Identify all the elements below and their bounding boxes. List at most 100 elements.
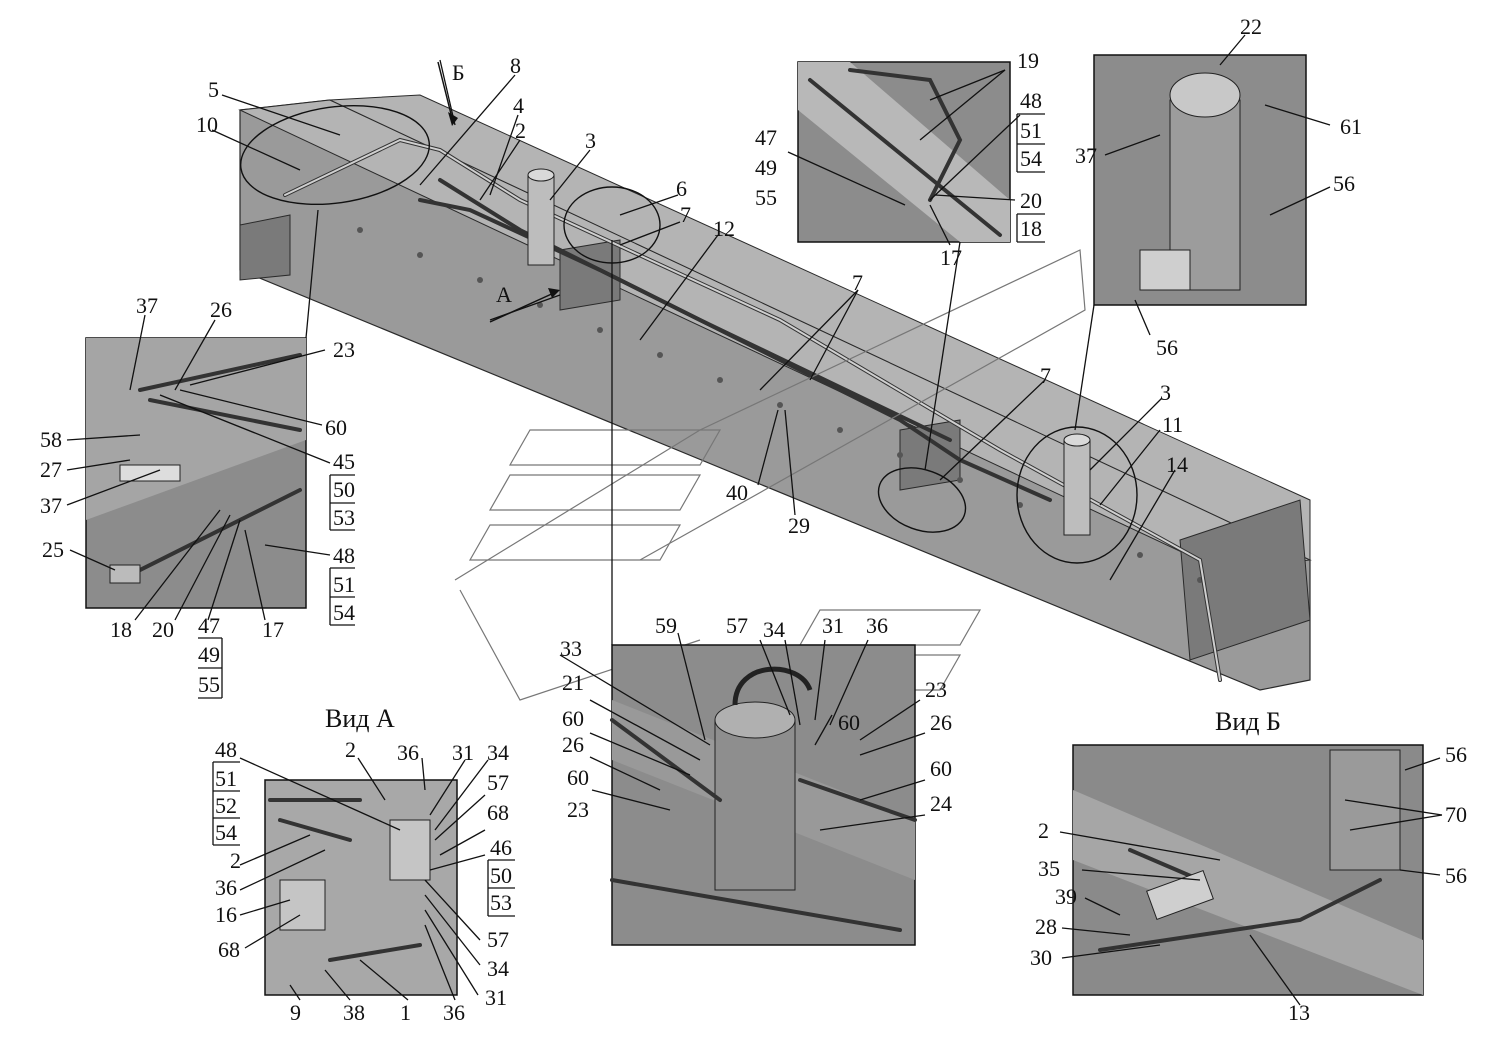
label-9: 9 xyxy=(290,1000,301,1025)
label-52: 52 xyxy=(215,793,237,818)
label-57: 57 xyxy=(726,613,748,638)
label-4: 4 xyxy=(513,93,524,118)
label-35: 35 xyxy=(1038,856,1060,881)
cross-member-front xyxy=(239,214,291,281)
view-b-detail xyxy=(1072,744,1424,996)
label-34: 34 xyxy=(763,617,785,642)
label-59: 59 xyxy=(655,613,677,638)
callout-ellipse-3 xyxy=(1016,426,1138,564)
label-38: 38 xyxy=(343,1000,365,1025)
view-a-detail xyxy=(264,779,458,996)
label-6: 6 xyxy=(676,176,687,201)
label-60d: 60 xyxy=(930,756,952,781)
inset-center-detail xyxy=(610,240,917,946)
label-7b: 7 xyxy=(852,270,863,295)
label-26b: 26 xyxy=(930,710,952,735)
label-57a: 57 xyxy=(487,770,509,795)
label-47: 47 xyxy=(198,613,220,638)
label-18: 18 xyxy=(1020,216,1042,241)
callout-ellipse-19 xyxy=(877,467,967,533)
label-37b: 37 xyxy=(40,493,62,518)
label-17: 17 xyxy=(940,245,962,270)
view-b-title: Вид Б xyxy=(1215,707,1281,736)
label-57b: 57 xyxy=(487,927,509,952)
label-24: 24 xyxy=(930,791,952,816)
label-20: 20 xyxy=(1020,188,1042,213)
label-40: 40 xyxy=(726,480,748,505)
label-60: 60 xyxy=(325,415,347,440)
arrow-a-marker xyxy=(489,291,557,323)
pipe-line-3 xyxy=(438,178,952,442)
label-23b: 23 xyxy=(925,677,947,702)
label-70: 70 xyxy=(1445,802,1467,827)
label-20: 20 xyxy=(152,617,174,642)
label-48: 48 xyxy=(333,543,355,568)
label-61: 61 xyxy=(1340,114,1362,139)
label-19: 19 xyxy=(1017,48,1039,73)
label-21: 21 xyxy=(562,670,584,695)
label-b-arrow: Б xyxy=(452,60,465,85)
label-7: 7 xyxy=(680,202,691,227)
label-33: 33 xyxy=(560,636,582,661)
label-53: 53 xyxy=(333,505,355,530)
label-51: 51 xyxy=(215,766,237,791)
label-23a: 23 xyxy=(567,797,589,822)
label-11: 11 xyxy=(1162,412,1183,437)
label-2a: 2 xyxy=(345,737,356,762)
cylinder-front xyxy=(527,168,555,266)
label-68b: 68 xyxy=(218,937,240,962)
label-34b: 34 xyxy=(487,956,509,981)
label-2: 2 xyxy=(515,118,526,143)
label-23: 23 xyxy=(333,337,355,362)
label-60a: 60 xyxy=(562,706,584,731)
label-54: 54 xyxy=(333,600,355,625)
label-60b: 60 xyxy=(567,765,589,790)
label-10: 10 xyxy=(196,112,218,137)
label-51: 51 xyxy=(333,572,355,597)
label-18: 18 xyxy=(110,617,132,642)
cylinder-rear xyxy=(1063,433,1091,536)
label-60c: 60 xyxy=(838,710,860,735)
label-54: 54 xyxy=(1020,146,1042,171)
label-37a: 37 xyxy=(136,293,158,318)
label-54: 54 xyxy=(215,820,237,845)
label-50: 50 xyxy=(333,477,355,502)
label-16: 16 xyxy=(215,902,237,927)
label-56b: 56 xyxy=(1445,863,1467,888)
label-36b: 36 xyxy=(215,875,237,900)
label-58: 58 xyxy=(40,427,62,452)
label-31a: 31 xyxy=(452,740,474,765)
label-27: 27 xyxy=(40,457,62,482)
label-56a: 56 xyxy=(1333,171,1355,196)
label-31b: 31 xyxy=(485,985,507,1010)
label-12: 12 xyxy=(713,216,735,241)
label-46: 46 xyxy=(490,835,512,860)
label-3: 3 xyxy=(585,128,596,153)
label-55: 55 xyxy=(755,185,777,210)
label-50: 50 xyxy=(490,863,512,888)
label-31: 31 xyxy=(822,613,844,638)
label-13: 13 xyxy=(1288,1000,1310,1025)
inset-top-right-detail xyxy=(1074,54,1307,431)
label-26: 26 xyxy=(210,297,232,322)
label-17: 17 xyxy=(262,617,284,642)
label-36: 36 xyxy=(866,613,888,638)
label-49: 49 xyxy=(755,155,777,180)
label-22: 22 xyxy=(1240,14,1262,39)
label-51: 51 xyxy=(1020,118,1042,143)
label-56a: 56 xyxy=(1445,742,1467,767)
label-36a: 36 xyxy=(397,740,419,765)
label-36c: 36 xyxy=(443,1000,465,1025)
label-7c: 7 xyxy=(1040,363,1051,388)
label-45: 45 xyxy=(333,449,355,474)
label-1: 1 xyxy=(400,1000,411,1025)
view-a-title: Вид А xyxy=(325,704,395,733)
label-56b: 56 xyxy=(1156,335,1178,360)
label-28: 28 xyxy=(1035,914,1057,939)
callout-ellipse-b xyxy=(239,104,431,206)
label-48: 48 xyxy=(215,737,237,762)
label-3b: 3 xyxy=(1160,380,1171,405)
arrow-b-marker xyxy=(437,61,453,119)
cross-member-rear xyxy=(1179,499,1311,661)
